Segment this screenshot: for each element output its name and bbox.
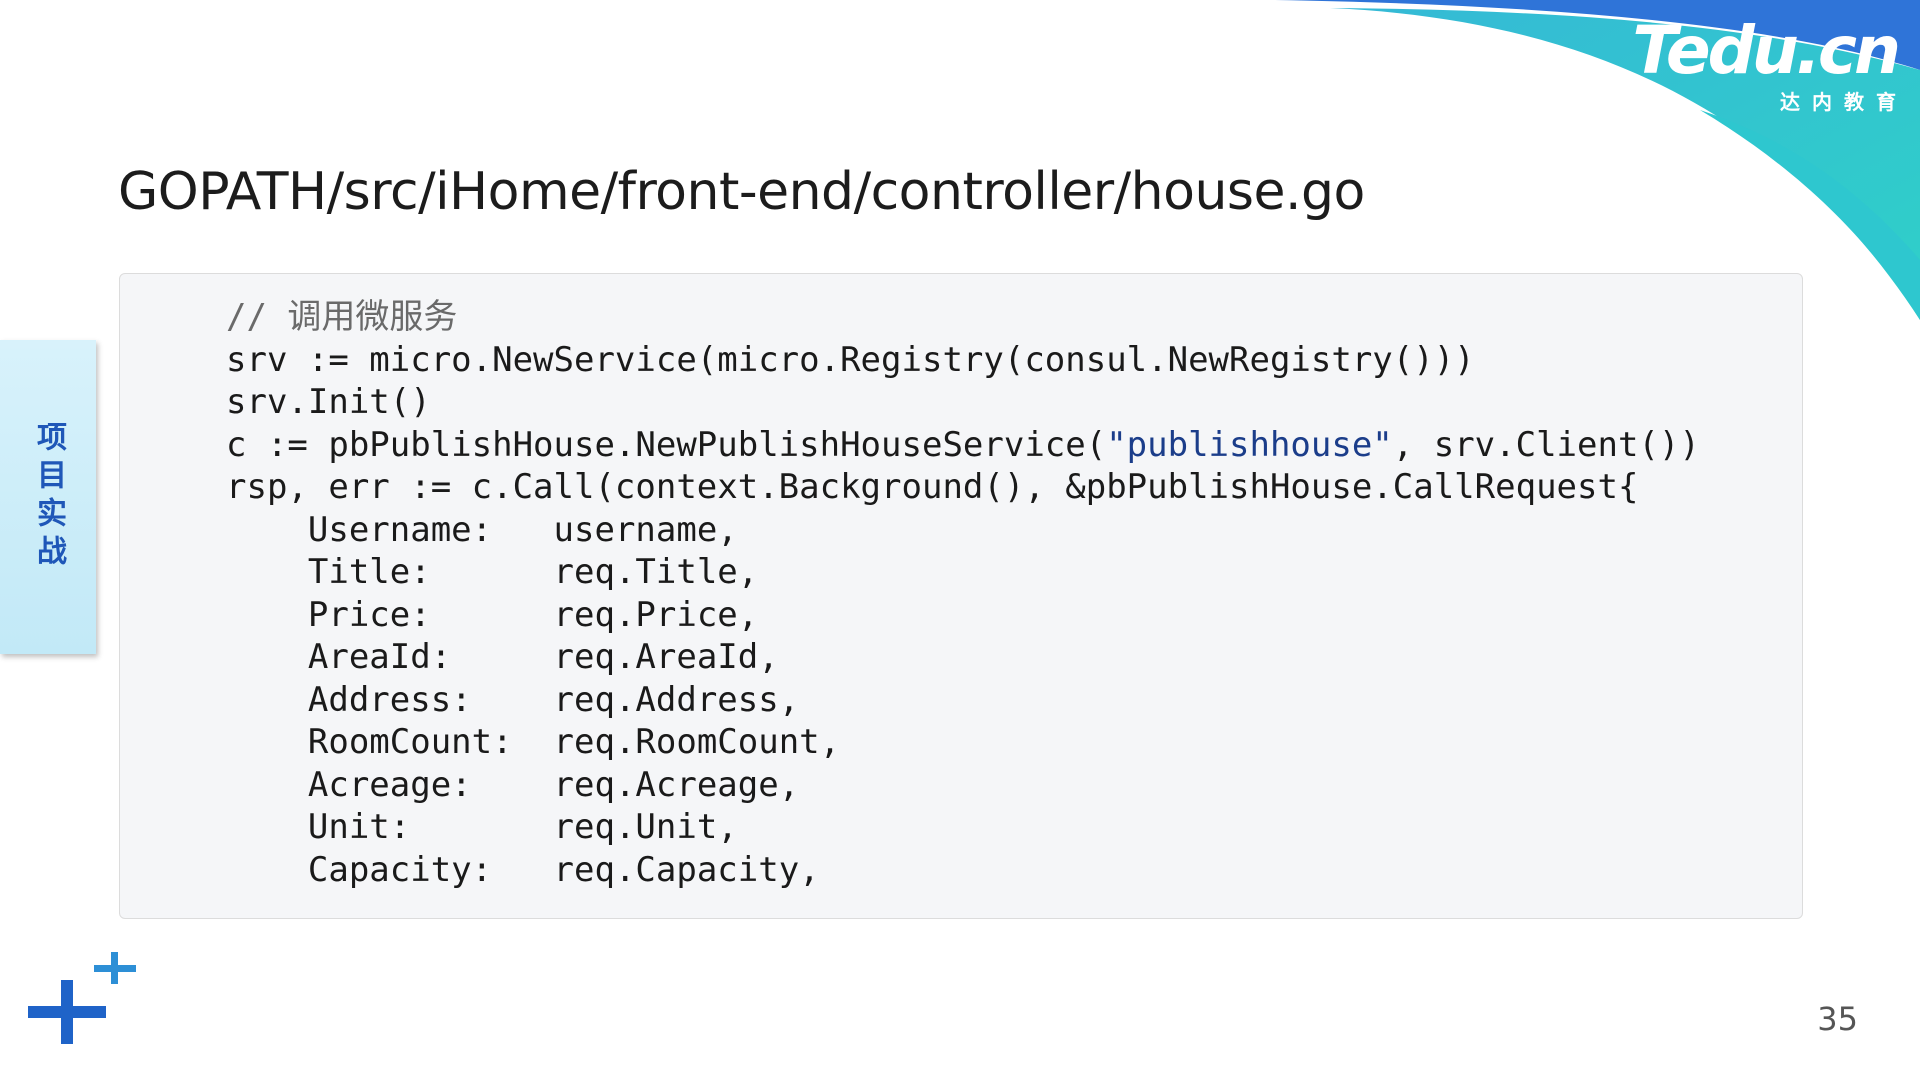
code-field-line: Username: username, bbox=[226, 509, 1700, 552]
side-tab: 项目实战 bbox=[0, 340, 96, 654]
field-key: Price: bbox=[307, 594, 431, 635]
field-value: req.AreaId, bbox=[553, 637, 779, 677]
field-key: RoomCount: bbox=[307, 722, 513, 762]
field-value: req.Title, bbox=[553, 552, 759, 592]
field-value: req.Capacity, bbox=[553, 849, 820, 890]
code-field-line: Capacity: req.Capacity, bbox=[226, 849, 1700, 892]
tedu-logo: Tedu.cn 达内教育 bbox=[1632, 12, 1901, 115]
side-tab-label: 项目实战 bbox=[31, 421, 66, 573]
field-value: req.Address, bbox=[553, 679, 800, 720]
plus-decoration-large bbox=[28, 980, 106, 1044]
code-field-line: Title: req.Title, bbox=[226, 551, 1700, 594]
code-field-line: Address: req.Address, bbox=[226, 679, 1700, 722]
code-string-literal: "publishhouse" bbox=[1106, 424, 1393, 465]
slide-title: GOPATH/src/iHome/front-end/controller/ho… bbox=[118, 162, 1365, 222]
field-value: req.Price, bbox=[553, 594, 759, 635]
field-key: Title: bbox=[307, 552, 431, 592]
code-client-suffix: , srv.Client()) bbox=[1392, 424, 1700, 465]
field-key: Unit: bbox=[307, 807, 411, 847]
logo-subtitle: 达内教育 bbox=[1780, 90, 1908, 114]
field-key: Address: bbox=[307, 679, 472, 720]
code-client-prefix: c := pbPublishHouse.NewPublishHouseServi… bbox=[226, 424, 1107, 465]
code-line-client: c := pbPublishHouse.NewPublishHouseServi… bbox=[226, 424, 1700, 467]
code-line-init: srv.Init() bbox=[226, 382, 431, 422]
field-value: req.Unit, bbox=[553, 807, 738, 847]
code-field-line: AreaId: req.AreaId, bbox=[226, 636, 1700, 679]
field-value: req.RoomCount, bbox=[553, 722, 841, 762]
code-comment: // 调用微服务 bbox=[226, 297, 458, 337]
code-field-line: Acreage: req.Acreage, bbox=[226, 764, 1700, 807]
field-key: Username: bbox=[307, 509, 493, 550]
field-key: Acreage: bbox=[307, 764, 472, 805]
field-key: Capacity: bbox=[307, 849, 493, 890]
code-field-line: Price: req.Price, bbox=[226, 594, 1700, 637]
code-line-srv: srv := micro.NewService(micro.Registry(c… bbox=[226, 339, 1475, 380]
page-number: 35 bbox=[1817, 1000, 1858, 1038]
logo-wordmark: Tedu.cn bbox=[1632, 12, 1901, 89]
field-value: username, bbox=[553, 509, 738, 550]
code-field-line: RoomCount: req.RoomCount, bbox=[226, 721, 1700, 764]
code-line-call: rsp, err := c.Call(context.Background(),… bbox=[226, 467, 1639, 507]
field-key: AreaId: bbox=[307, 637, 452, 677]
plus-decoration-small bbox=[94, 952, 136, 984]
code-field-line: Unit: req.Unit, bbox=[226, 806, 1700, 849]
field-value: req.Acreage, bbox=[553, 764, 800, 805]
